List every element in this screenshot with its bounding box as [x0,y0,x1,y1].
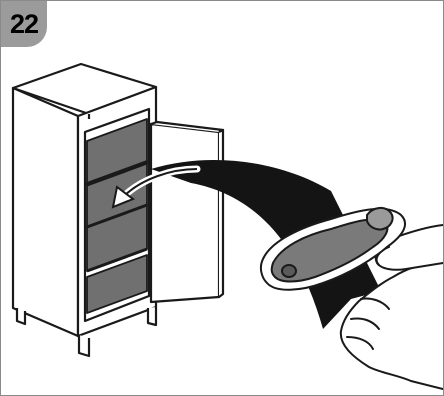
refrigerator-door [151,122,223,302]
step-number-badge: 22 [1,1,47,47]
refrigerator-shelves [87,119,147,313]
